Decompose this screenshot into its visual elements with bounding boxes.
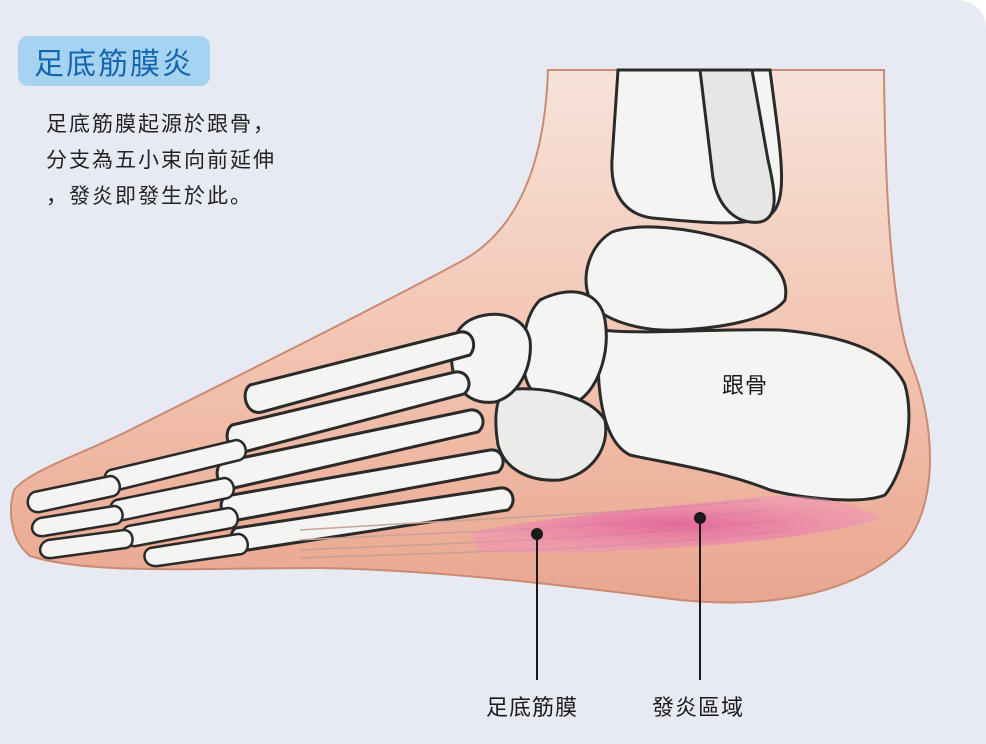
page-title: 足底筋膜炎 — [34, 39, 194, 83]
description-line: 分支為五小束向前延伸 — [46, 142, 346, 178]
label-plantar-fascia: 足底筋膜 — [486, 690, 578, 722]
label-inflamed-area: 發炎區域 — [652, 690, 744, 722]
navicular-bone — [523, 292, 606, 404]
label-calcaneus: 跟骨 — [722, 368, 768, 400]
description-text: 足底筋膜起源於跟骨， 分支為五小束向前延伸 ，發炎即發生於此。 — [46, 106, 346, 214]
description-line: 足底筋膜起源於跟骨， — [46, 106, 346, 142]
title-badge: 足底筋膜炎 — [18, 36, 210, 86]
description-line: ，發炎即發生於此。 — [46, 178, 346, 214]
